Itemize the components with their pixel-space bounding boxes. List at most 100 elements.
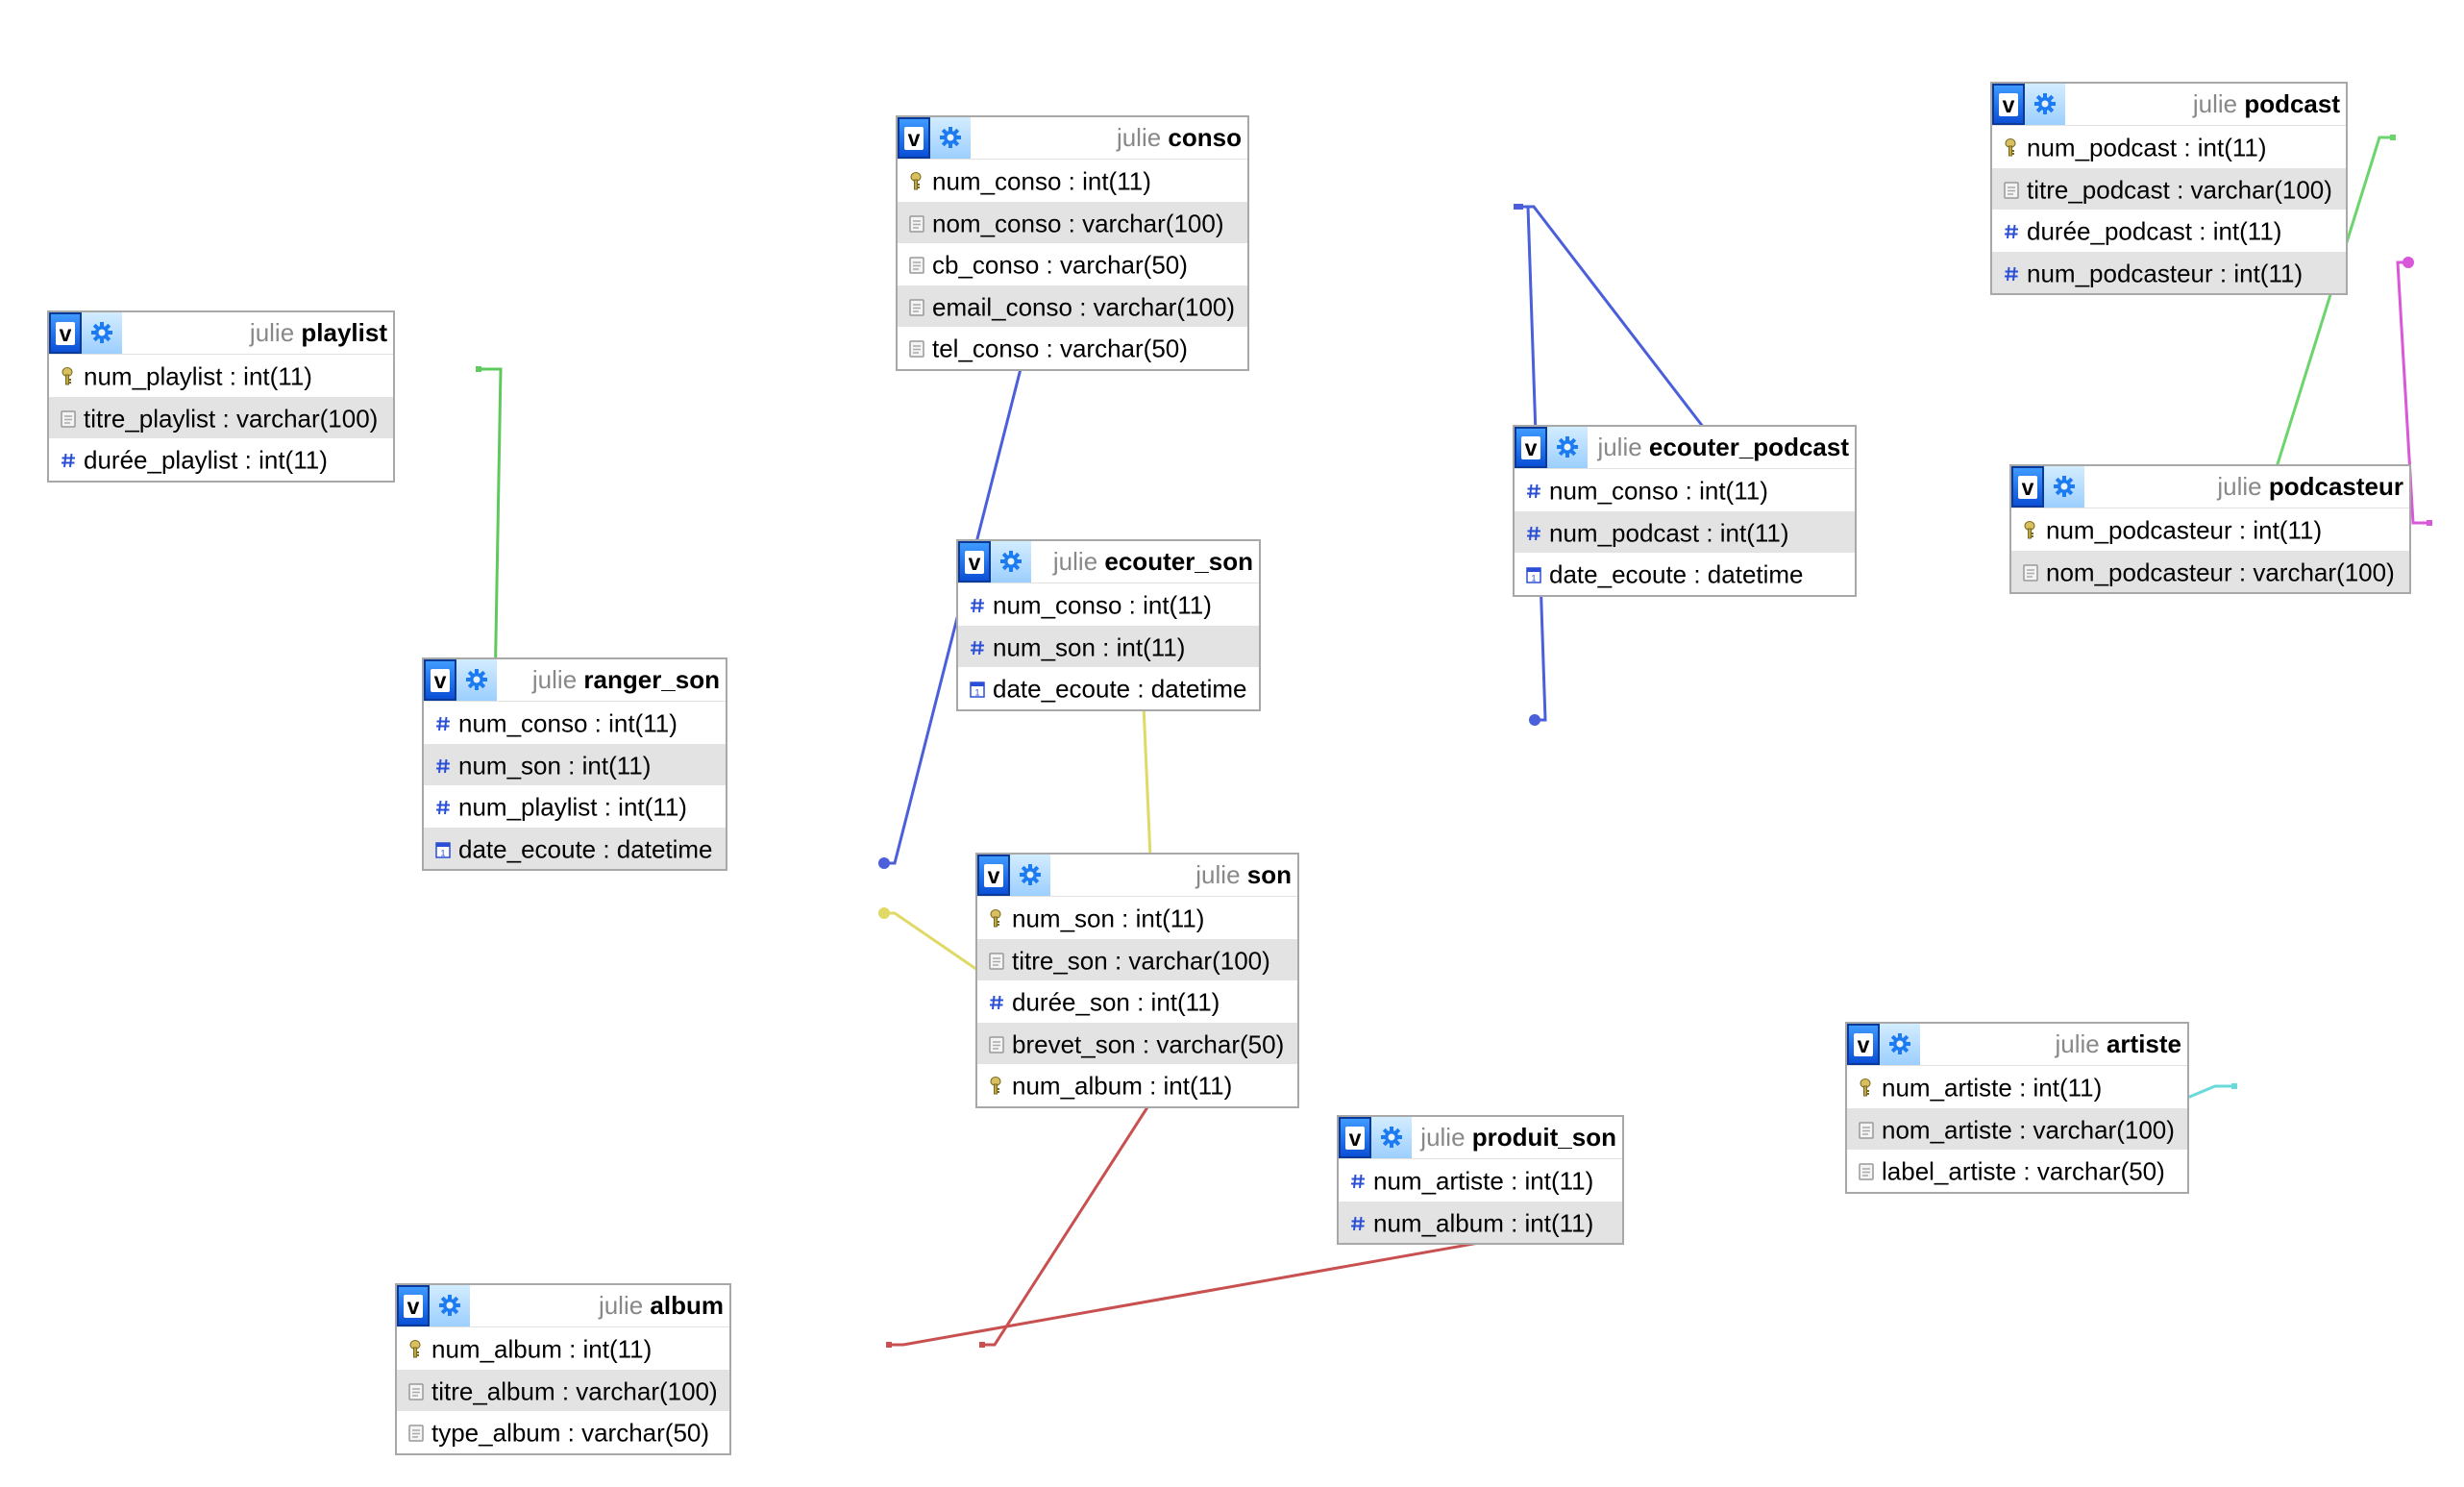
column-row[interactable]: num_podcasteur : int(11) [1992, 251, 2346, 293]
database-name: julie [1195, 860, 1241, 889]
toggle-columns-button[interactable]: v [898, 117, 930, 159]
toggle-columns-button[interactable]: v [397, 1285, 430, 1326]
svg-text:1: 1 [974, 688, 979, 698]
toggle-columns-button[interactable]: v [49, 312, 82, 354]
gear-icon[interactable] [430, 1285, 470, 1326]
column-row[interactable]: num_artiste : int(11) [1339, 1159, 1622, 1202]
column-row[interactable]: num_son : int(11) [958, 625, 1259, 667]
column-row[interactable]: brevet_son : varchar(50) [977, 1022, 1297, 1064]
gear-icon[interactable] [1371, 1117, 1412, 1158]
table-header[interactable]: v julie son [977, 855, 1297, 897]
column-label: date_ecoute : datetime [458, 833, 713, 863]
relation-line[interactable] [982, 1078, 1175, 1347]
numeric-column-icon [2004, 223, 2019, 240]
table-header[interactable]: v julie produit_son [1339, 1117, 1622, 1159]
text-column-icon [909, 340, 924, 358]
column-row[interactable]: num_podcasteur : int(11) [2011, 508, 2409, 551]
column-row[interactable]: titre_son : varchar(100) [977, 938, 1297, 980]
gear-icon[interactable] [1547, 427, 1588, 468]
column-row[interactable]: nom_artiste : varchar(100) [1847, 1107, 2187, 1150]
database-name: julie [2217, 472, 2262, 501]
table-title: julie son [1054, 855, 1292, 896]
column-row[interactable]: num_conso : int(11) [898, 160, 1247, 202]
column-row[interactable]: num_album : int(11) [1339, 1201, 1622, 1243]
column-label: email_conso : varchar(100) [932, 291, 1236, 321]
gear-icon[interactable] [991, 541, 1031, 582]
column-row[interactable]: durée_podcast : int(11) [1992, 210, 2346, 252]
table-title: julie produit_son [1416, 1117, 1616, 1158]
database-name: julie [1052, 547, 1098, 576]
column-row[interactable]: titre_podcast : varchar(100) [1992, 167, 2346, 210]
primary-key-icon [408, 1340, 424, 1359]
column-row[interactable]: num_album : int(11) [977, 1064, 1297, 1106]
column-row[interactable]: type_album : varchar(50) [397, 1411, 729, 1453]
gear-icon[interactable] [1880, 1024, 1920, 1065]
column-row[interactable]: num_playlist : int(11) [424, 785, 726, 828]
gear-icon[interactable] [2044, 466, 2084, 508]
toggle-columns-button[interactable]: v [977, 855, 1010, 896]
column-row[interactable]: num_conso : int(11) [424, 702, 726, 744]
gear-icon[interactable] [930, 117, 971, 159]
column-label: durée_son : int(11) [1012, 987, 1220, 1017]
column-row[interactable]: email_conso : varchar(100) [898, 285, 1247, 327]
toggle-columns-button[interactable]: v [1339, 1117, 1371, 1158]
column-row[interactable]: num_son : int(11) [424, 743, 726, 785]
column-label: titre_son : varchar(100) [1012, 945, 1270, 975]
gear-icon[interactable] [456, 659, 497, 701]
column-row[interactable]: durée_playlist : int(11) [49, 438, 393, 481]
column-row[interactable]: durée_son : int(11) [977, 980, 1297, 1023]
numeric-column-icon [1526, 525, 1541, 542]
column-row[interactable]: num_son : int(11) [977, 897, 1297, 939]
column-label: titre_playlist : varchar(100) [84, 403, 379, 433]
column-row[interactable]: num_artiste : int(11) [1847, 1066, 2187, 1108]
column-row[interactable]: num_conso : int(11) [958, 583, 1259, 626]
column-row[interactable]: titre_playlist : varchar(100) [49, 396, 393, 438]
toggle-columns-button[interactable]: v [958, 541, 991, 582]
toggle-columns-button[interactable]: v [1847, 1024, 1880, 1065]
column-row[interactable]: nom_conso : varchar(100) [898, 201, 1247, 243]
column-row[interactable]: label_artiste : varchar(50) [1847, 1150, 2187, 1192]
column-label: num_podcast : int(11) [1549, 517, 1789, 547]
column-row[interactable]: num_podcast : int(11) [1515, 510, 1855, 553]
numeric-column-icon [1350, 1173, 1366, 1190]
gear-icon[interactable] [82, 312, 122, 354]
column-label: num_podcasteur : int(11) [2027, 258, 2304, 287]
toggle-columns-button[interactable]: v [1992, 84, 2025, 125]
toggle-columns-button[interactable]: v [424, 659, 456, 701]
gear-icon[interactable] [2025, 84, 2065, 125]
column-row[interactable]: num_album : int(11) [397, 1327, 729, 1370]
column-row[interactable]: cb_conso : varchar(50) [898, 243, 1247, 285]
gear-icon[interactable] [1010, 855, 1050, 896]
column-row[interactable]: num_playlist : int(11) [49, 355, 393, 397]
column-row[interactable]: nom_podcasteur : varchar(100) [2011, 550, 2409, 592]
column-row[interactable]: titre_album : varchar(100) [397, 1369, 729, 1411]
toggle-columns-button[interactable]: v [1515, 427, 1547, 468]
toggle-columns-button[interactable]: v [2011, 466, 2044, 508]
column-row[interactable]: num_conso : int(11) [1515, 469, 1855, 511]
column-row[interactable]: tel_conso : varchar(50) [898, 327, 1247, 369]
column-row[interactable]: num_podcast : int(11) [1992, 126, 2346, 168]
